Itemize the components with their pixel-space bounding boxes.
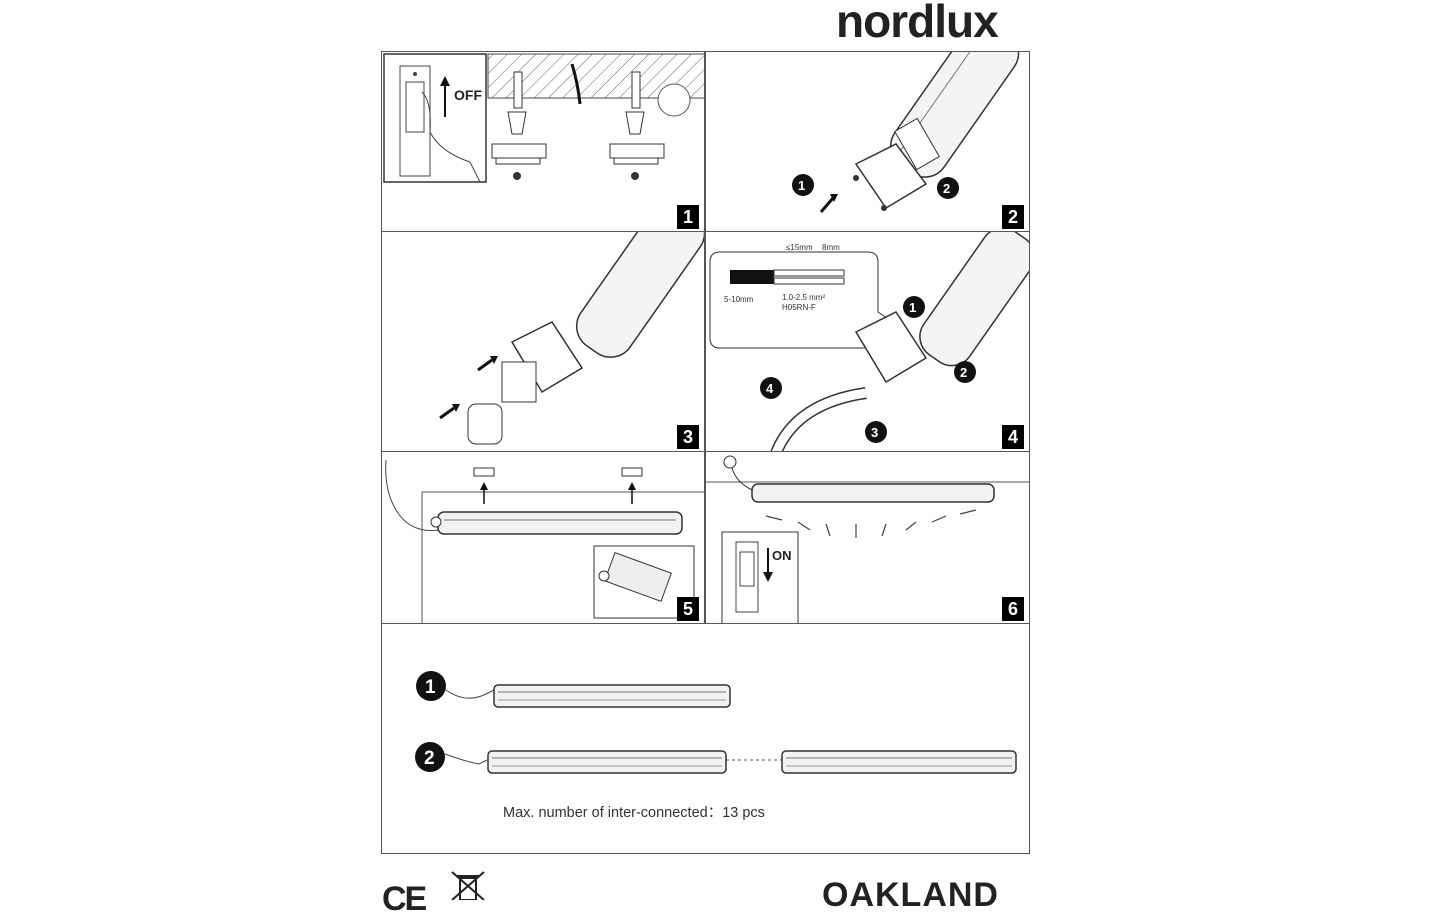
step-1-number: 1 bbox=[677, 205, 699, 229]
step-5-panel: 5 bbox=[381, 451, 705, 624]
step-3-illustration bbox=[439, 232, 704, 445]
step-6-illustration: ON bbox=[706, 455, 1029, 623]
on-label: ON bbox=[772, 548, 792, 563]
cable-type: H05RN-F bbox=[782, 303, 816, 312]
weee-bin-icon bbox=[451, 871, 485, 900]
product-name: OAKLAND bbox=[822, 876, 999, 914]
option-2-label: 2 bbox=[424, 748, 435, 769]
connection-panel: 1 2 bbox=[381, 623, 1030, 854]
option-1-label: 1 bbox=[425, 677, 436, 698]
callout-4-1: 1 bbox=[909, 300, 916, 315]
callout-1: 1 bbox=[798, 178, 805, 193]
callout-4-3: 3 bbox=[871, 425, 878, 440]
strip-length: ≤15mm bbox=[786, 243, 813, 252]
connection-illustration: 1 2 bbox=[415, 671, 1017, 774]
step-4-number: 4 bbox=[1002, 425, 1024, 449]
off-label: OFF bbox=[454, 87, 482, 103]
step-1-panel: OFF 1 bbox=[381, 51, 705, 232]
callout-2: 2 bbox=[943, 181, 950, 196]
wire-section: 1.0-2.5 mm² bbox=[782, 293, 825, 302]
step-6-panel: ON 6 bbox=[705, 451, 1030, 624]
callout-4-2: 2 bbox=[960, 365, 967, 380]
step-5-number: 5 bbox=[677, 597, 699, 621]
step-2-illustration: 1 2 bbox=[792, 52, 1020, 213]
step-5-illustration bbox=[385, 459, 704, 623]
step-4-panel: ≤15mm 8mm 5-10mm 1.0-2.5 mm² H05RN-F 1 2… bbox=[705, 231, 1030, 452]
step-2-number: 2 bbox=[1002, 205, 1024, 229]
step-6-number: 6 bbox=[1002, 597, 1024, 621]
brand-logo: nordlux® bbox=[836, 0, 1005, 48]
cable-diameter: 5-10mm bbox=[724, 295, 754, 304]
brand-name: nordlux bbox=[836, 0, 999, 47]
step-4-illustration: ≤15mm 8mm 5-10mm 1.0-2.5 mm² H05RN-F 1 2… bbox=[709, 232, 1029, 451]
step-3-panel: 3 bbox=[381, 231, 705, 452]
step-3-number: 3 bbox=[677, 425, 699, 449]
strip-end: 8mm bbox=[822, 243, 840, 252]
step-1-illustration: OFF bbox=[383, 53, 704, 183]
interconnect-note: Max. number of inter-connected：13 pcs bbox=[503, 805, 765, 821]
callout-4-4: 4 bbox=[766, 381, 774, 396]
step-2-panel: 1 2 2 bbox=[705, 51, 1030, 232]
